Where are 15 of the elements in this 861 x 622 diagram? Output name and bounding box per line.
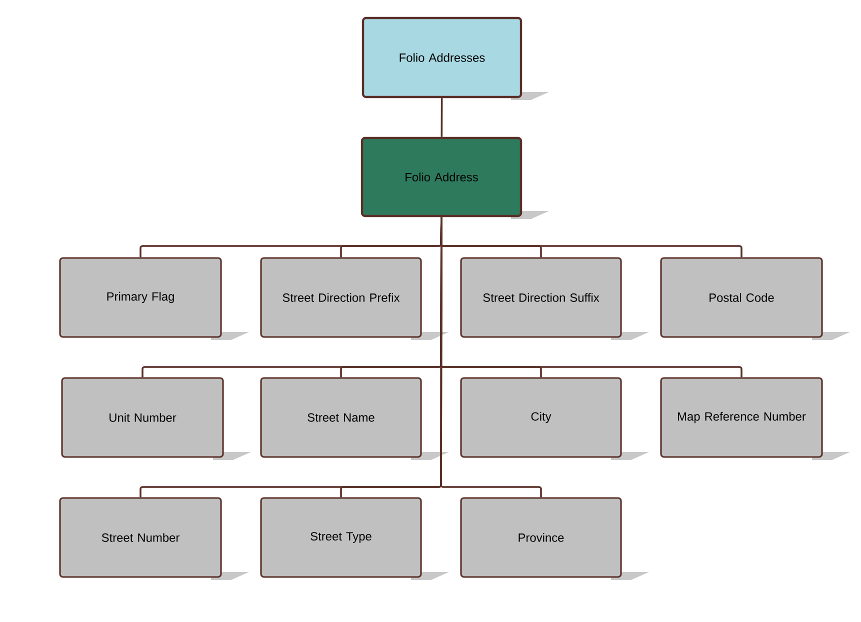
connector-line [440,217,542,498]
field-box: City [460,377,622,458]
field-box: Street Number [59,497,222,578]
field-box: Street Direction Suffix [460,257,622,338]
connector-line [440,98,443,137]
field-box: Street Name [260,377,422,458]
entity-box: Folio Address [360,136,522,218]
field-box: Unit Number [61,377,224,458]
field-box: Primary Flag [59,257,222,338]
root-box: Folio Addresses [362,16,522,98]
field-box: Province [460,497,622,578]
field-box: Map Reference Number [660,377,823,458]
field-box: Street Type [260,497,422,578]
field-box: Postal Code [660,257,823,338]
field-box: Street Direction Prefix [260,257,422,338]
